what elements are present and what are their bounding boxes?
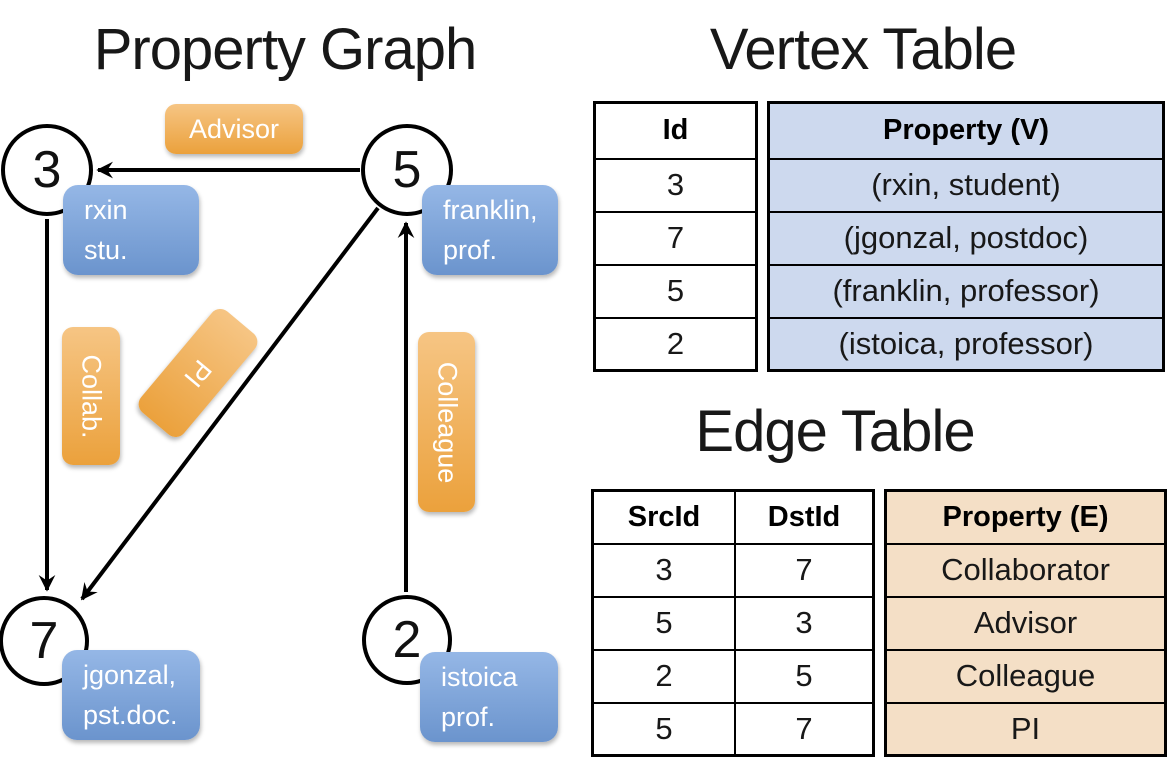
vertex-table-id-cell: 3 — [593, 157, 758, 213]
vertex-table-title: Vertex Table — [709, 17, 1017, 82]
property-box-jgonzal-line2: pst.doc. — [83, 700, 178, 730]
property-box-rxin-line2: stu. — [84, 235, 128, 265]
property-box-jgonzal: jgonzal, pst.doc. — [62, 650, 200, 740]
graph-edges-layer — [38, 161, 415, 601]
edge-label-colleague-text: Colleague — [432, 361, 462, 483]
vertex-table-id-cell: 7 — [593, 210, 758, 266]
property-box-istoica-line2: prof. — [441, 702, 496, 732]
graph-node-3: 3 — [1, 124, 93, 216]
edge-table-property-cell: Colleague — [884, 648, 1167, 704]
edge-table-dstid-cell: 3 — [734, 595, 875, 651]
edge-pi-5-to-7 — [80, 206, 380, 601]
vertex-table-id-header: Id — [593, 101, 758, 160]
edge-table-property-column: Property (E) Collaborator Advisor Collea… — [884, 489, 1167, 757]
edge-table-srcid-cell: 2 — [591, 648, 736, 704]
vertex-table-id-cell: 5 — [593, 263, 758, 319]
graph-node-5: 5 — [361, 124, 453, 216]
edge-table-property-cell: PI — [884, 701, 1167, 757]
edge-label-colleague: Colleague — [418, 332, 475, 512]
edge-table-title: Edge Table — [695, 399, 975, 464]
edge-label-advisor-text: Advisor — [188, 113, 280, 144]
vertex-table-property-column: Property (V) (rxin, student) (jgonzal, p… — [767, 101, 1165, 372]
edge-table-ids-columns: SrcId DstId 3 7 5 3 2 5 5 7 — [591, 489, 875, 757]
edge-table-srcid-cell: 3 — [591, 542, 736, 598]
edge-table-property-cell: Advisor — [884, 595, 1167, 651]
edge-table-dstid-cell: 7 — [734, 701, 875, 757]
property-box-istoica: istoica prof. — [420, 652, 558, 742]
vertex-table-property-cell: (istoica, professor) — [767, 316, 1165, 372]
property-box-franklin-line1: franklin, — [443, 195, 538, 225]
edge-label-collab: Collab. — [62, 327, 120, 465]
node-3-id: 3 — [32, 141, 62, 199]
property-box-jgonzal-line1: jgonzal, — [83, 660, 177, 690]
edge-label-pi-text: PI — [178, 353, 219, 393]
property-box-franklin-line2: prof. — [443, 235, 498, 265]
edge-label-advisor: Advisor — [165, 104, 303, 154]
edge-table-property-cell: Collaborator — [884, 542, 1167, 598]
edge-table-srcid-cell: 5 — [591, 595, 736, 651]
edge-table-property-header: Property (E) — [884, 489, 1167, 545]
vertex-table-property-cell: (jgonzal, postdoc) — [767, 210, 1165, 266]
edge-table-srcid-header: SrcId — [591, 489, 736, 545]
vertex-table-property-cell: (franklin, professor) — [767, 263, 1165, 319]
node-2-id: 2 — [392, 611, 422, 669]
property-box-franklin: franklin, prof. — [422, 185, 558, 275]
edge-table-srcid-cell: 5 — [591, 701, 736, 757]
edge-table-dstid-cell: 7 — [734, 542, 875, 598]
edge-table-dstid-header: DstId — [734, 489, 875, 545]
edge-label-collab-text: Collab. — [76, 353, 107, 439]
vertex-table-property-cell: (rxin, student) — [767, 157, 1165, 213]
vertex-table-id-cell: 2 — [593, 316, 758, 372]
property-graph-title: Property Graph — [93, 17, 478, 82]
vertex-table-property-header: Property (V) — [767, 101, 1165, 160]
vertex-table-id-column: Id 3 7 5 2 — [593, 101, 758, 372]
edge-table-dstid-cell: 5 — [734, 648, 875, 704]
node-7-id: 7 — [29, 612, 59, 670]
property-box-rxin-line1: rxin — [84, 195, 128, 225]
property-box-istoica-line1: istoica — [441, 662, 518, 692]
property-box-rxin: rxin stu. — [63, 185, 199, 275]
node-5-id: 5 — [392, 141, 422, 199]
